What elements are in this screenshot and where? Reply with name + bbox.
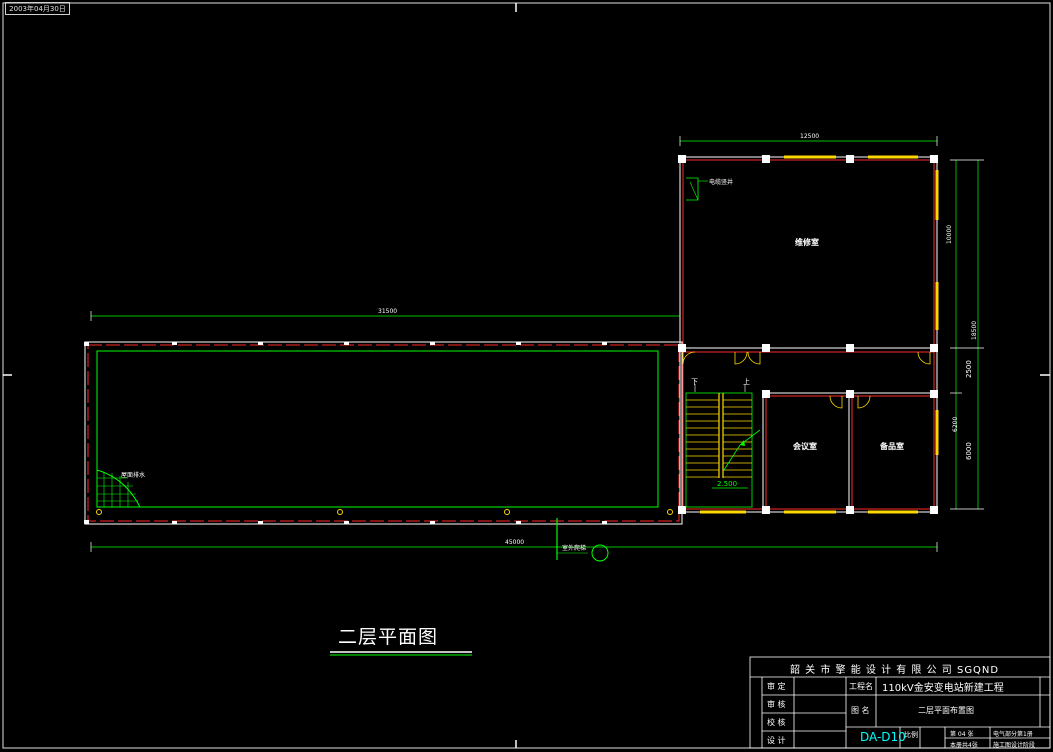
title-block-approve-label: 审 定 xyxy=(767,682,786,691)
dim-top-east: 12500 xyxy=(800,133,820,140)
title-block-sheet-info: 第 04 张 xyxy=(950,731,974,738)
title-block-check-label: 校 核 xyxy=(767,718,786,727)
dim-right-mid: 2500 xyxy=(965,360,973,378)
title-block-project-name: 110kV金安变电站新建工程 xyxy=(882,683,1004,694)
room-maintenance: 维修室 xyxy=(795,238,819,247)
label-roof-drain: 屋面排水 xyxy=(121,472,146,479)
dim-right-upper: 10000 xyxy=(946,224,953,244)
dim-right-lower: 6000 xyxy=(965,442,973,460)
west-roof-block xyxy=(84,341,683,525)
dim-bottom-total: 45000 xyxy=(505,539,525,546)
title-block-drawing-no: DA-D10 xyxy=(860,730,906,744)
title-block-review-label: 审 核 xyxy=(767,700,786,709)
label-outdoor-ladder: 室外爬梯 xyxy=(562,545,587,552)
dim-right-lower-inner: 6200 xyxy=(952,416,959,432)
title-block-total-info: 本册共4张 xyxy=(950,742,978,749)
room-spare: 备品室 xyxy=(880,442,904,451)
title-block-project-label: 工程名 xyxy=(849,682,873,691)
title-block-design-label: 设 计 xyxy=(767,736,786,745)
room-meeting: 会议室 xyxy=(793,442,817,451)
dim-west-long: 31500 xyxy=(378,308,398,315)
label-stair-up: 上 xyxy=(743,378,750,386)
title-block-drawing-label: 图 名 xyxy=(851,706,870,715)
plan-title: 二层平面图 xyxy=(338,626,439,648)
label-cable-well: 电缆竖井 xyxy=(709,179,734,186)
label-stair-down: 下 xyxy=(691,378,698,386)
label-floor-level: 2.500 xyxy=(717,480,738,488)
title-block-frame xyxy=(749,656,1051,749)
dimension-lines xyxy=(90,136,984,552)
dim-right-total: 18500 xyxy=(971,320,978,340)
date-stamp: 2003年04月30日 xyxy=(5,2,70,15)
outdoor-ladder-marker xyxy=(556,518,609,562)
east-building-block xyxy=(678,155,939,514)
title-block-company: 韶 关 市 擎 能 设 计 有 限 公 司 SGQND xyxy=(790,665,1000,676)
title-block-dept-info: 施工图设计阶段 xyxy=(993,742,1036,749)
title-block-scale-label: 比例 xyxy=(904,731,918,739)
title-block-drawing-name: 二层平面布置图 xyxy=(918,706,974,715)
title-block-volume-info: 电气部分第1册 xyxy=(993,731,1033,738)
